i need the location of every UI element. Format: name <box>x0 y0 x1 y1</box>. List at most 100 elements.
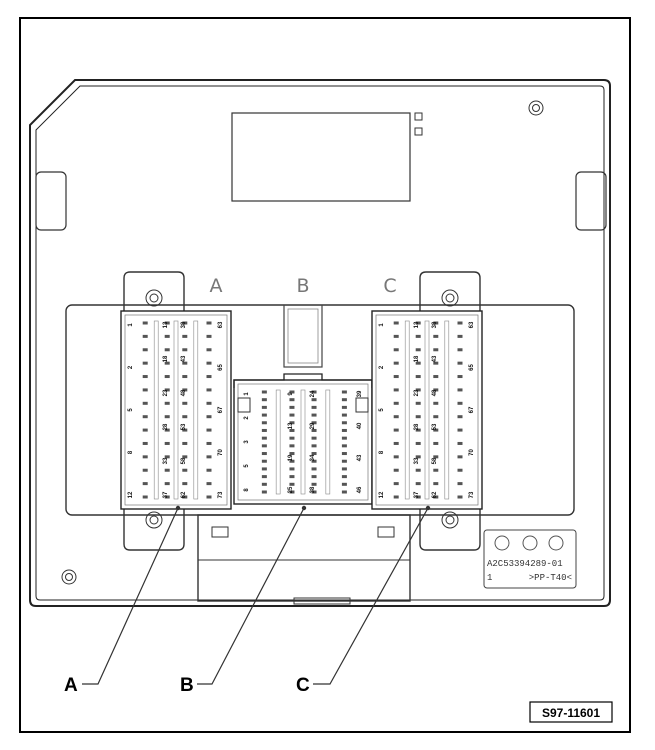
connector_a-pin-hole <box>164 468 170 472</box>
connector_a-pin-hole <box>206 495 212 499</box>
connector_a-pin-hole <box>164 321 170 325</box>
connector_c-pin-hole <box>433 441 439 445</box>
part-label-material: >PP-T40< <box>529 573 572 583</box>
connector_b-pin-label: 2 <box>244 416 250 420</box>
connector_b-pin-hole <box>341 490 347 494</box>
connector_a-pin-hole <box>206 361 212 365</box>
connector_b-pin-hole <box>341 444 347 448</box>
slot-b-tab-inner <box>287 308 319 364</box>
connector_c-pin-hole <box>415 375 421 379</box>
connector_c-pin-label: 62 <box>432 491 438 498</box>
connector_b-pin-label: 46 <box>357 486 363 493</box>
connector_c-pin-label: 38 <box>432 321 438 328</box>
connector_c-pin-hole <box>393 441 399 445</box>
connector_a-pin-label: 62 <box>181 491 187 498</box>
leader-c <box>313 507 429 685</box>
connector_a-pin-hole <box>206 482 212 486</box>
connector_c-pin-hole <box>433 495 439 499</box>
connector_a-pin-label: 8 <box>128 450 134 454</box>
connector_a-pin-hole <box>206 401 212 405</box>
connector_b-pin-hole <box>311 459 317 463</box>
connector_a-pin-hole <box>142 348 148 352</box>
connector_b-pin-label: 24 <box>310 390 316 397</box>
connector_a-pin-hole <box>164 361 170 365</box>
connector_a-body <box>120 310 232 510</box>
part-label-circle-3 <box>548 535 564 551</box>
connector_c-pin-hole <box>415 428 421 432</box>
connector_b-pin-hole <box>311 436 317 440</box>
connector_c-pin-hole <box>433 482 439 486</box>
connector_a-pin-label: 2 <box>128 365 134 369</box>
slot-letter-a: A <box>210 275 223 297</box>
connector_c-pin-hole <box>415 441 421 445</box>
connector_a-pin-label: 28 <box>163 423 169 430</box>
leader-a <box>82 507 179 685</box>
callout-c: C <box>296 675 310 696</box>
connector_a-pin-hole <box>206 348 212 352</box>
connector_c-pin-label: 5 <box>379 408 385 412</box>
connector_c-pin-hole <box>415 388 421 392</box>
lower-enclosure-slot-right <box>377 526 395 538</box>
connector_b-pin-hole <box>289 398 295 402</box>
connector-b-bracket <box>233 373 373 388</box>
connector_c-pin-hole <box>393 415 399 419</box>
connector_a-pin-hole <box>142 334 148 338</box>
connector_c-pin-label: 63 <box>469 321 475 328</box>
side-clip-right <box>575 171 607 231</box>
connector_b-pin-hole <box>311 390 317 394</box>
connector_b-pin-hole <box>341 475 347 479</box>
connector_b-pin-hole <box>311 482 317 486</box>
connector_c-pin-hole <box>457 455 463 459</box>
connector_b-pin-hole <box>261 482 267 486</box>
connector_c-pin-hole <box>393 455 399 459</box>
connector_c-pin-hole <box>457 401 463 405</box>
connector_c-pin-hole <box>457 321 463 325</box>
connector_a-pin-hole <box>206 334 212 338</box>
connector_a-pin-hole <box>182 388 188 392</box>
connector_a-pin-hole <box>142 455 148 459</box>
connector_a-pin-label: 5 <box>128 408 134 412</box>
connector_b-pin-hole <box>289 428 295 432</box>
connector_c-pin-strip <box>404 320 410 500</box>
connector_b-pin-hole <box>341 428 347 432</box>
connector_a-pin-label: 1 <box>128 323 134 327</box>
connector_c-pin-label: 65 <box>469 364 475 371</box>
connector_b-pin-hole <box>289 390 295 394</box>
connector_b-pin-hole <box>341 482 347 486</box>
connector_b-pin-hole <box>261 475 267 479</box>
part-label-index: 1 <box>487 573 492 583</box>
connector_b-pin-label: 3 <box>244 440 250 444</box>
connector_b-pin-hole <box>289 452 295 456</box>
housing-outer <box>29 79 611 607</box>
connector_b-pin-hole <box>289 413 295 417</box>
connector_c-pin-hole <box>393 401 399 405</box>
connector_c-pin-hole <box>457 375 463 379</box>
connector_b-pin-hole <box>341 413 347 417</box>
connector_a-pin-hole <box>164 441 170 445</box>
connector_a-pin-hole <box>142 441 148 445</box>
connector_b-pin-hole <box>289 444 295 448</box>
connector_a-pin-hole <box>164 388 170 392</box>
top-window-marker-2 <box>414 127 423 136</box>
slot-letter-c: C <box>383 275 396 297</box>
connector_a-pin-hole <box>164 455 170 459</box>
connector_c-pin-hole <box>415 415 421 419</box>
connector_a-pin-label: 58 <box>181 457 187 464</box>
slot-b-tab <box>283 304 323 368</box>
part-label-circle-1 <box>494 535 510 551</box>
connector_c-pin-hole <box>433 401 439 405</box>
connector_c-pin-hole <box>433 334 439 338</box>
mounting-ears <box>123 271 481 551</box>
connector_b-pin-hole <box>289 482 295 486</box>
lower-enclosure-slot-left <box>211 526 229 538</box>
connector_b-pin-hole <box>311 452 317 456</box>
connector_b-pin-strip <box>300 389 306 495</box>
connector_c-pin-label: 70 <box>469 449 475 456</box>
connector_c-pin-label: 28 <box>414 423 420 430</box>
connector_b-pin-hole <box>341 421 347 425</box>
connector_c-pin-strip <box>424 320 430 500</box>
connector_b-pin-strip <box>325 389 331 495</box>
connector_a-pin-hole <box>206 468 212 472</box>
